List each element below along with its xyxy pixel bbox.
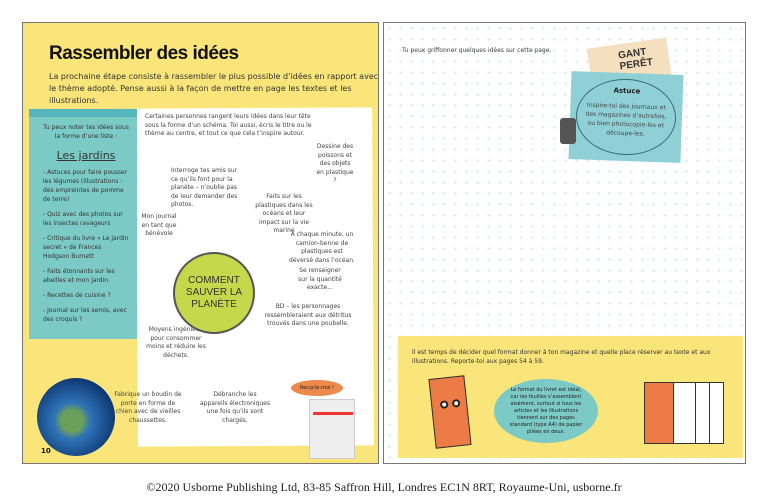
list-item: - Critique du livre « Le jardin secret »… xyxy=(43,235,129,260)
mindmap-node: À chaque minute, un camion-benne de plas… xyxy=(289,231,355,264)
format-note: Il est temps de décider quel format donn… xyxy=(398,336,743,458)
milk-carton-illustration xyxy=(309,399,355,459)
format-note-text: Il est temps de décider quel format donn… xyxy=(412,349,711,365)
list-item: - Faits étonnants sur les abeilles et mo… xyxy=(43,268,115,284)
mindmap-node: Interroge tes amis sur ce qu’ils font po… xyxy=(171,167,238,208)
list-item: - Journal sur les semis, avec des croqui… xyxy=(43,307,127,323)
booklet-illustration xyxy=(428,375,472,449)
earth-image xyxy=(37,378,115,456)
tip-note: Astuce Inspire-toi des journaux et des m… xyxy=(568,71,684,163)
list-item: - Quiz avec des photos sur les insectes … xyxy=(43,211,123,227)
idea-list-box: Tu peux noter tes idées sous la forme d’… xyxy=(29,109,137,339)
eye-icon xyxy=(439,400,449,409)
page-number: 10 xyxy=(41,447,51,455)
list-item: - Astuces pour faire pousser les légumes… xyxy=(43,169,128,203)
copyright-footer: ©2020 Usborne Publishing Ltd, 83-85 Saff… xyxy=(146,480,622,494)
scribble-prompt: Tu peux griffonner quelques idées sur ce… xyxy=(402,47,552,54)
mindmap-center: COMMENT SAUVER LA PLANÈTE xyxy=(173,252,255,334)
list-heading: Les jardins xyxy=(56,149,116,162)
mindmap-node: Mon journal en tant que bénévole xyxy=(141,213,177,237)
list-item: - Recettes de cuisine ? xyxy=(43,292,111,299)
folded-booklet-illustration xyxy=(644,382,728,444)
intro-text: La prochaine étape consiste à rassembler… xyxy=(49,72,379,105)
list-tab xyxy=(29,109,137,117)
right-page: Tu peux griffonner quelques idées sur ce… xyxy=(383,22,746,464)
eye-icon xyxy=(451,398,461,408)
mindmap-node: Débranche les appareils électroniques un… xyxy=(200,391,270,424)
mindmap-node: Moyens ingénieux pour consommer moins et… xyxy=(146,326,206,359)
page-title: Rassembler des idées xyxy=(49,43,239,64)
mindmap-node: Se renseigner sur la quantité exacte... xyxy=(298,267,342,291)
left-page: Rassembler des idées La prochaine étape … xyxy=(22,22,379,464)
mindmap-node: Dessine des poissons et des objets en pl… xyxy=(316,143,354,184)
mindmap-node: Faits sur les plastiques dans les océans… xyxy=(255,193,313,234)
mindmap-intro: Certaines personnes rangent leurs idées … xyxy=(145,113,312,137)
mindmap-node: Fabrique un boudin de porte en forme de … xyxy=(114,391,182,424)
speech-bubble: Recycle-moi ! xyxy=(291,380,343,396)
sunglasses-icon xyxy=(313,412,353,420)
list-intro: Tu peux noter tes idées sous la forme d’… xyxy=(43,124,129,140)
booklet-speech-bubble: Le format du livret est idéal, car les f… xyxy=(494,379,598,443)
mindmap-node: BD – les personnages ressembleraient aux… xyxy=(264,303,352,327)
clip-icon xyxy=(560,118,576,144)
